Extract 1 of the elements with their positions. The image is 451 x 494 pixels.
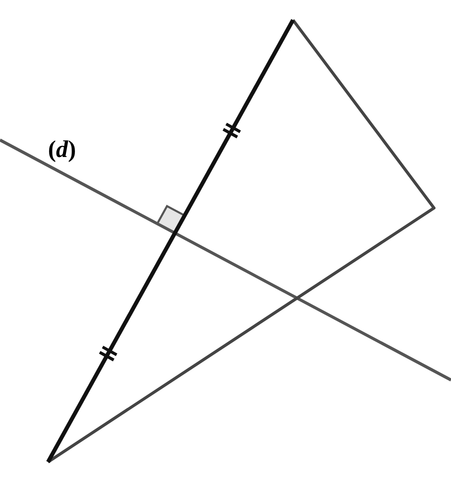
line-label: (d) <box>48 138 76 162</box>
